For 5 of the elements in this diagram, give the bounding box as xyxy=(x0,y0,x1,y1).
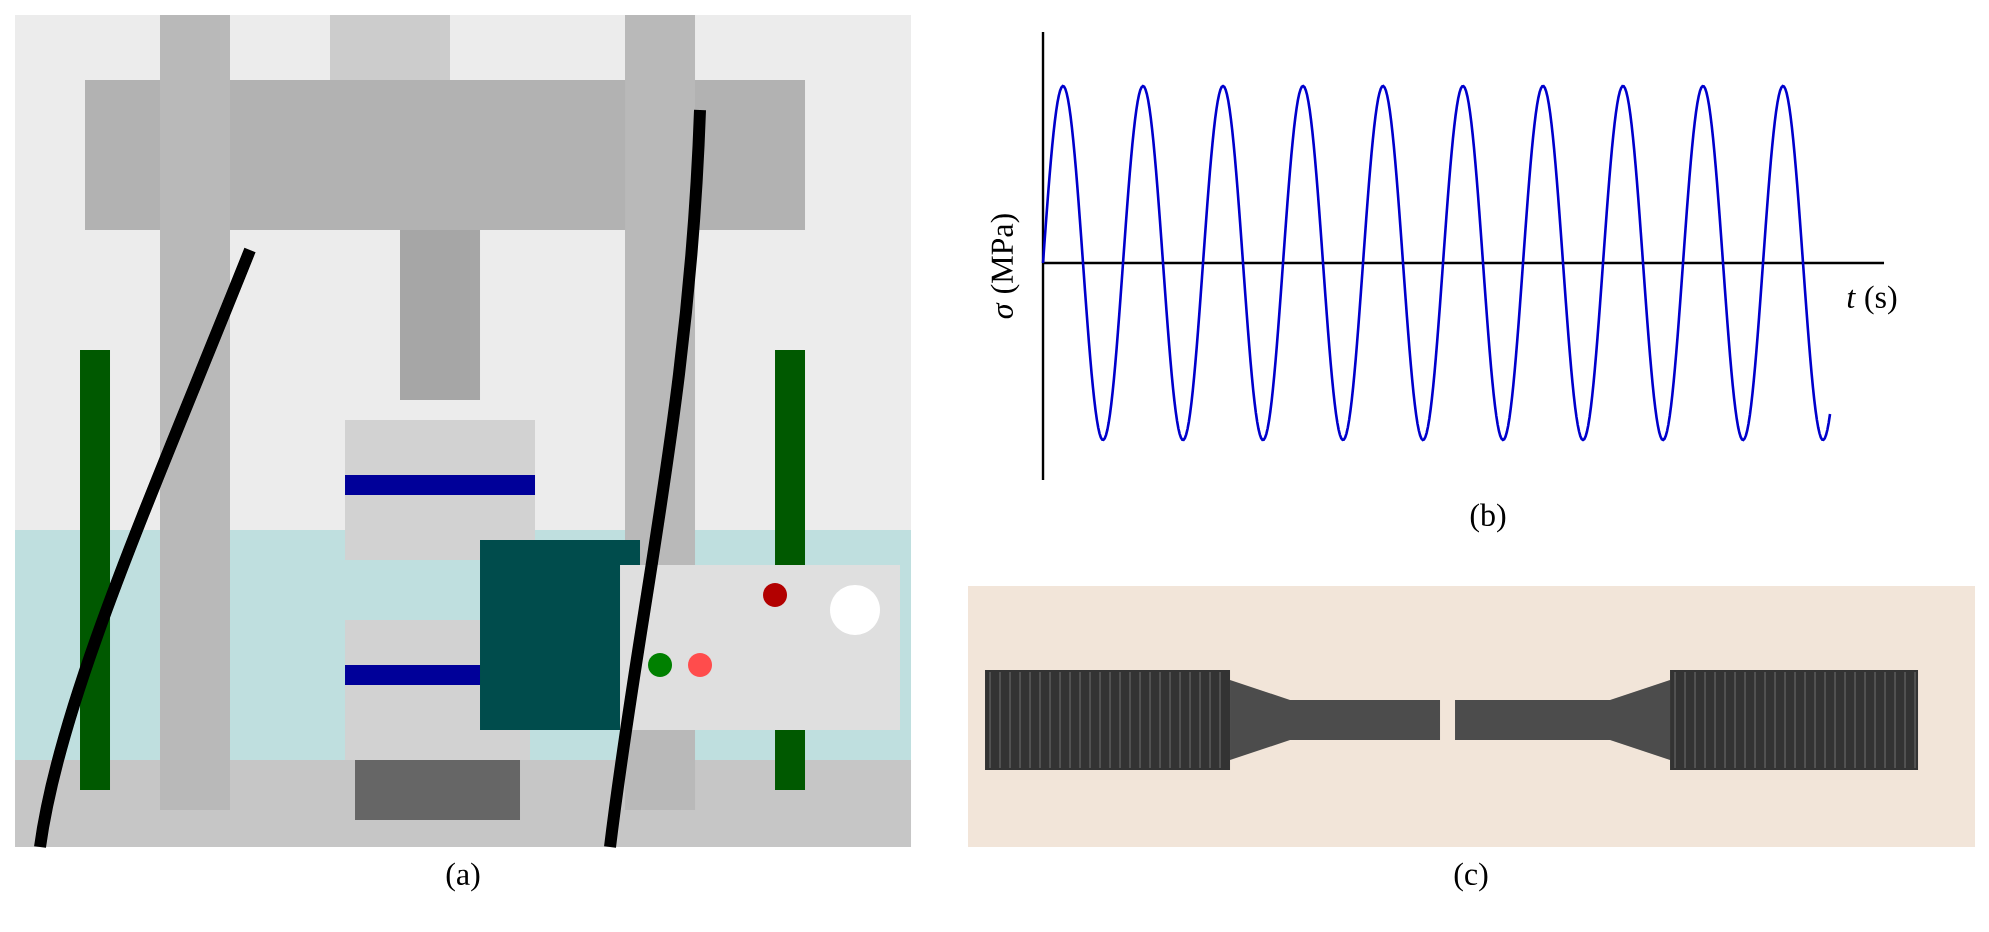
axis-label: t (s) xyxy=(1847,285,1897,315)
panel-label: (c) xyxy=(1454,862,1488,892)
axis-label: σ (MPa) xyxy=(990,214,1020,319)
panel-label: (b) xyxy=(1470,503,1506,533)
panel-label: (a) xyxy=(446,862,480,892)
